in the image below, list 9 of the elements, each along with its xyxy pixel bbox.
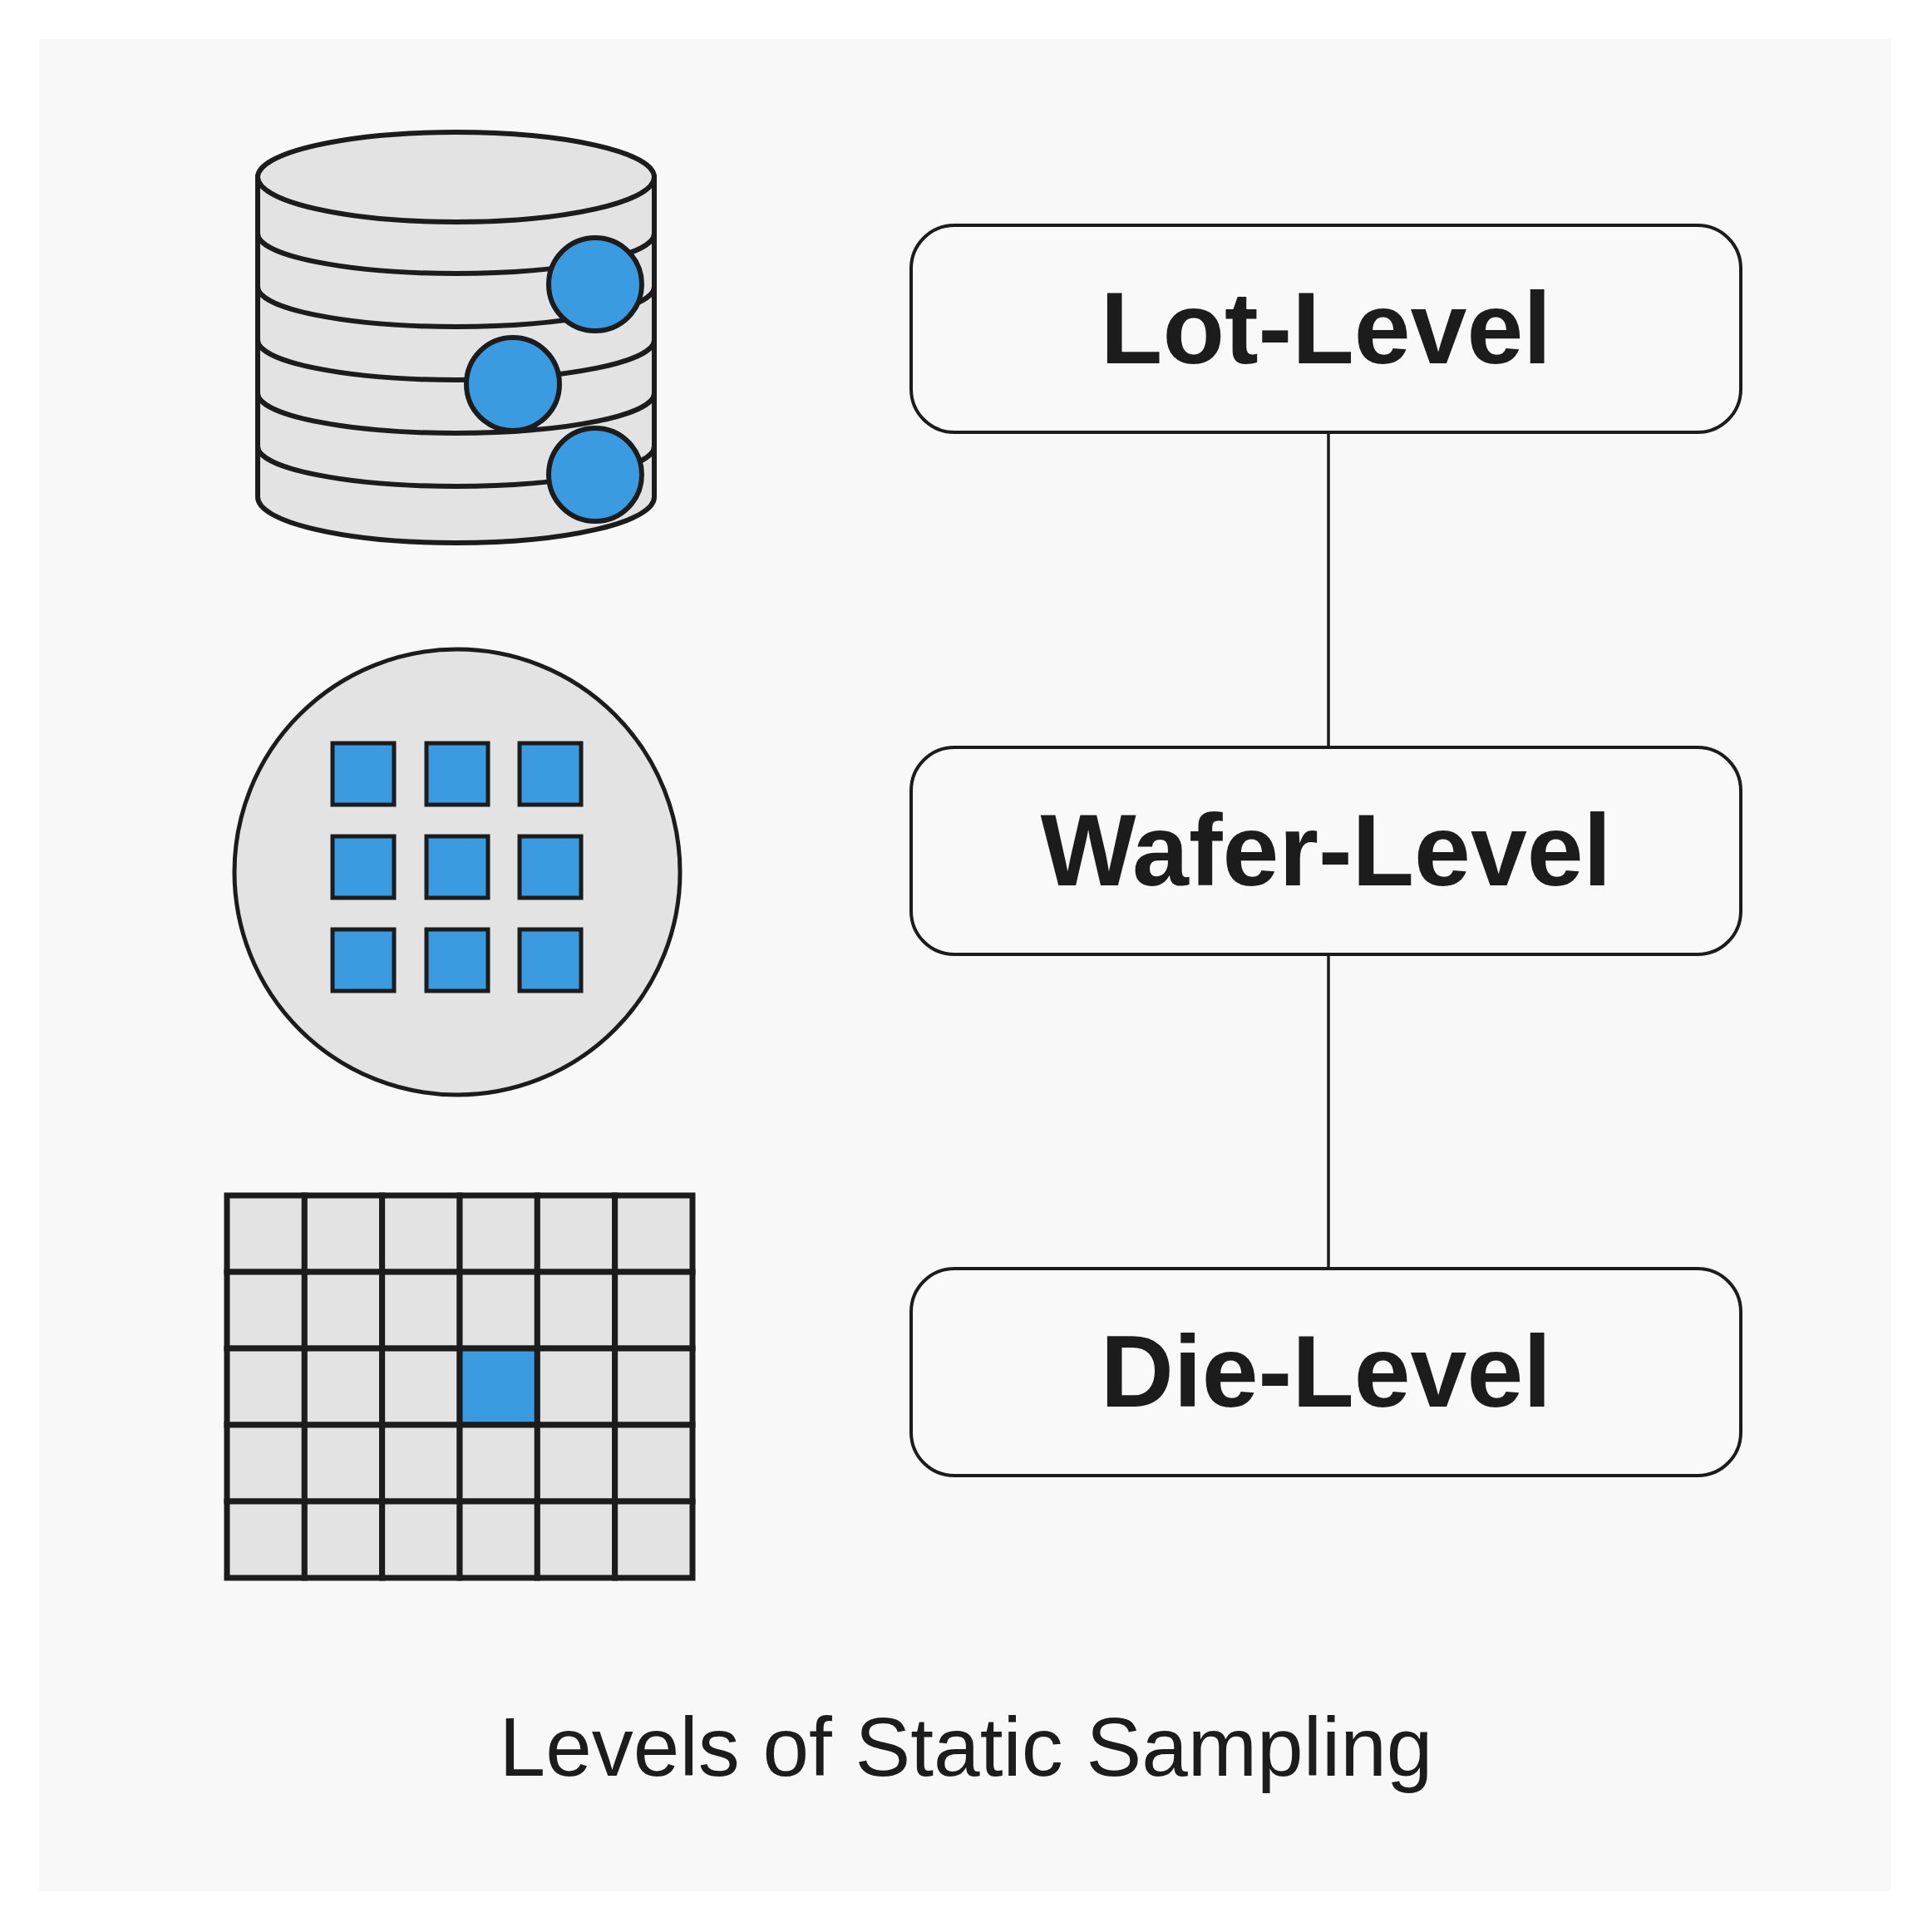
level-box [909,1267,1742,1477]
level-box [909,746,1742,956]
level-label: Wafer-Level [1040,797,1612,904]
level-label: Lot-Level [1100,275,1552,382]
caption: Levels of Static Sampling [499,1701,1433,1792]
level-label: Die-Level [1100,1318,1552,1426]
level-box [909,224,1742,434]
connector-line [1327,956,1330,1267]
connector-line [1327,434,1330,746]
